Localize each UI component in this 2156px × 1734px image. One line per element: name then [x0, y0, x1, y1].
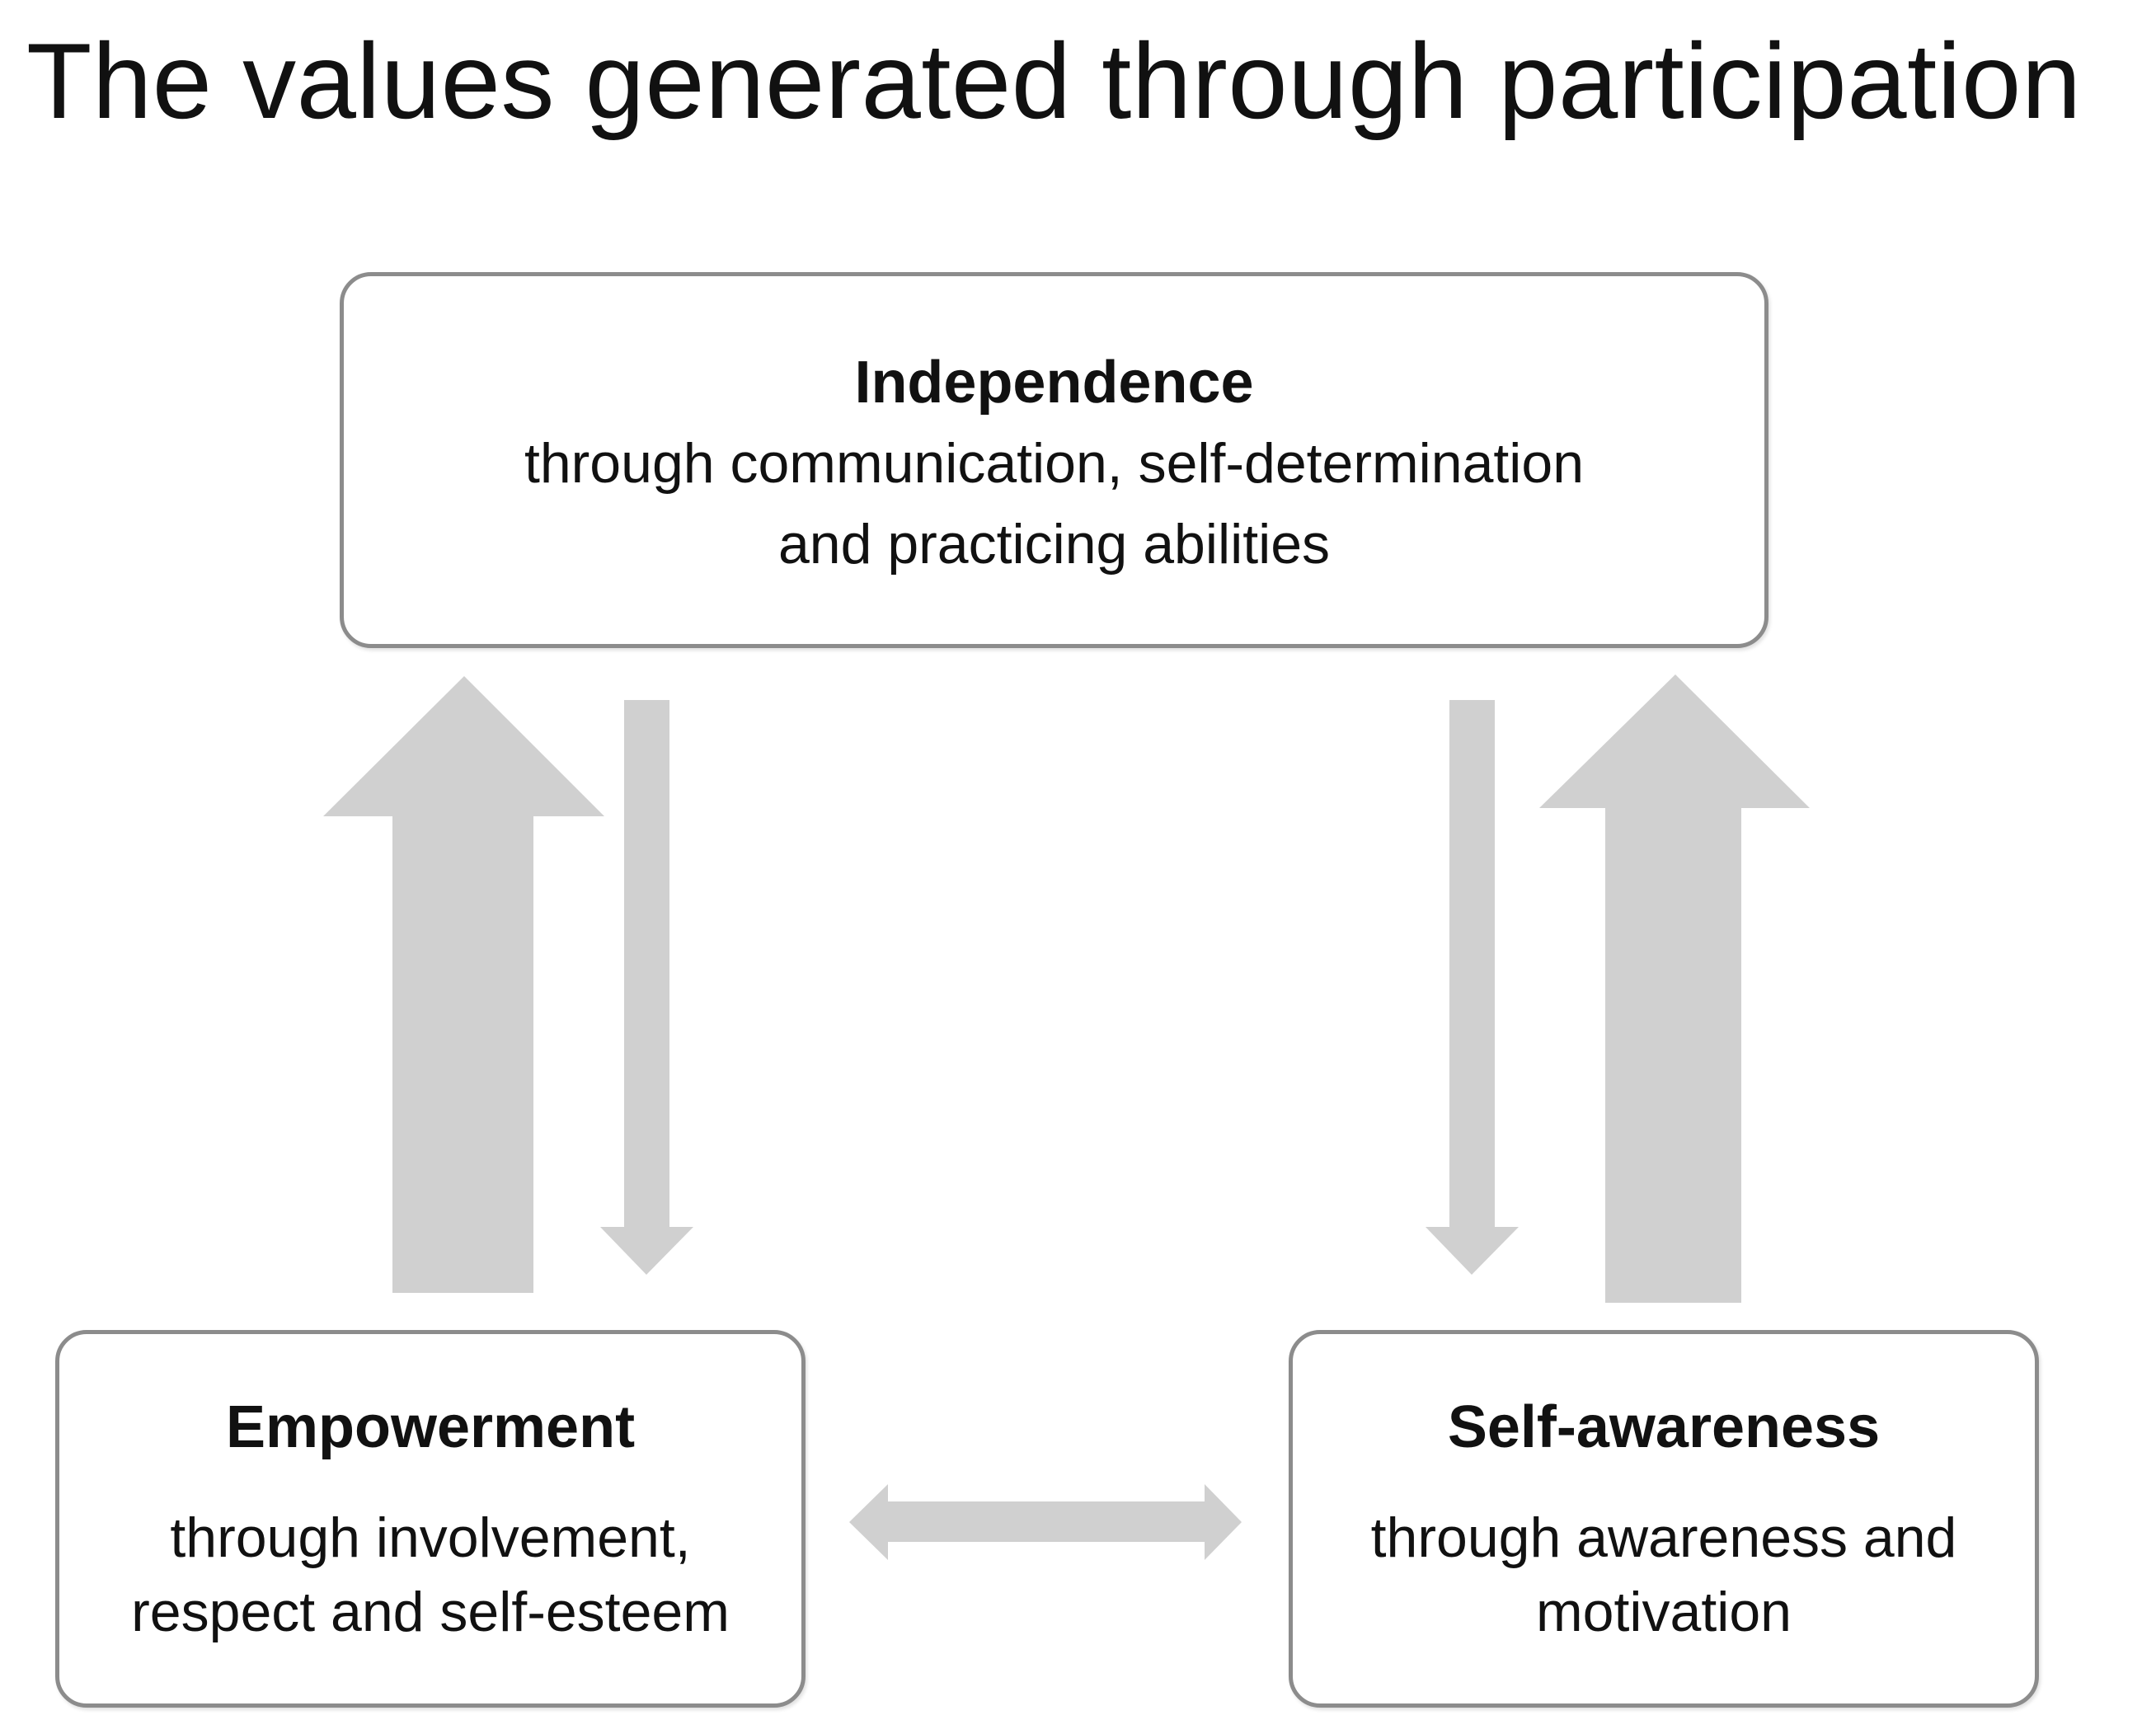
- thick-up-arrow-right: [1539, 674, 1810, 1303]
- diagram-title: The values generated through participati…: [26, 21, 2082, 141]
- thin-down-arrow-left: [600, 700, 693, 1275]
- thick-up-arrow-left: [323, 676, 604, 1293]
- node-self-awareness: Self-awareness through awareness and mot…: [1289, 1330, 2039, 1708]
- independence-desc-line2: and practicing abilities: [777, 513, 1331, 576]
- node-independence: Independence through communication, self…: [340, 272, 1768, 648]
- empowerment-desc-line1: through involvement,: [170, 1506, 691, 1569]
- self-awareness-desc-line1: through awareness and: [1370, 1506, 1957, 1569]
- self-awareness-heading: Self-awareness: [1447, 1394, 1881, 1460]
- self-awareness-desc-line2: motivation: [1536, 1581, 1792, 1643]
- bidirectional-arrow: [849, 1484, 1242, 1560]
- independence-heading: Independence: [854, 350, 1254, 416]
- node-empowerment: Empowerment through involvement, respect…: [55, 1330, 806, 1708]
- empowerment-desc-line2: respect and self-esteem: [131, 1581, 730, 1643]
- empowerment-heading: Empowerment: [225, 1394, 636, 1460]
- thin-down-arrow-right: [1426, 700, 1519, 1275]
- independence-desc-line1: through communication, self-determinatio…: [524, 432, 1585, 495]
